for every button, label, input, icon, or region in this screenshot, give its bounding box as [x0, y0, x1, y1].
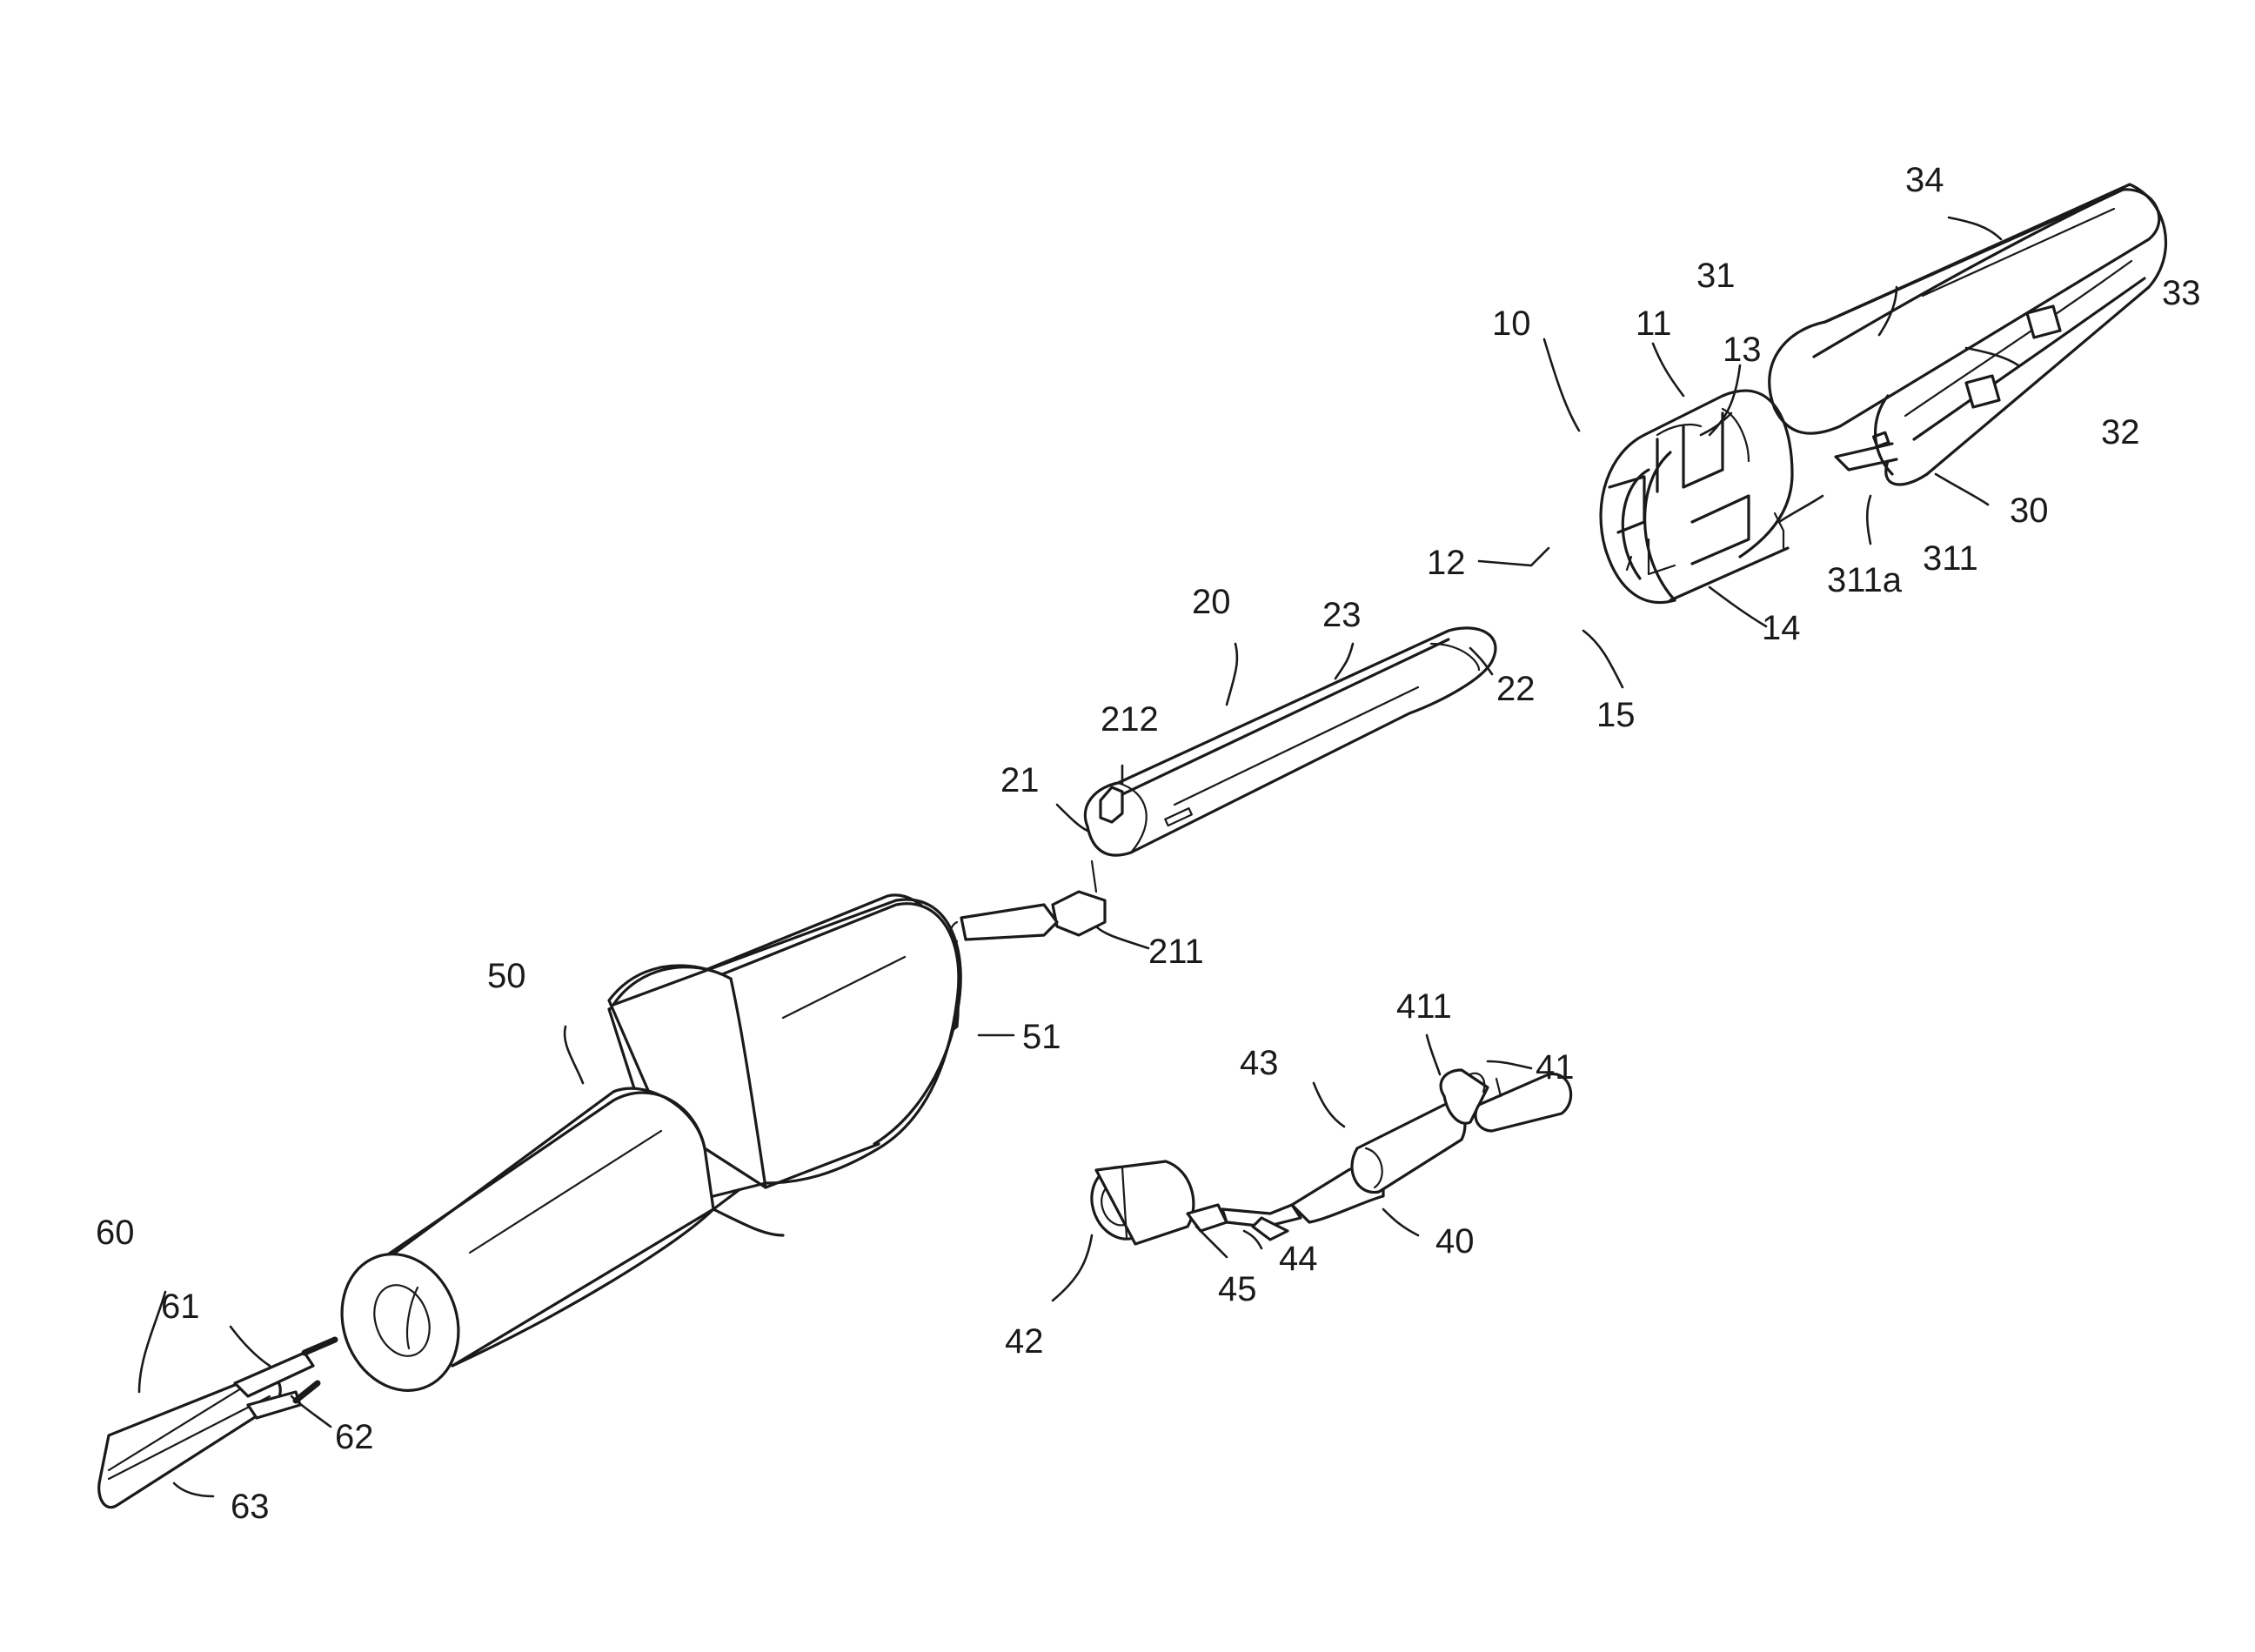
- part-60-cable: [97, 1336, 338, 1509]
- label-10: 10: [1492, 304, 1531, 343]
- label-40: 40: [1435, 1222, 1475, 1261]
- part-30-outer-sleeve: [1768, 183, 2168, 486]
- label-311a: 311a: [1827, 561, 1903, 599]
- label-12: 12: [1427, 544, 1466, 582]
- label-33: 33: [2162, 274, 2201, 312]
- label-13: 13: [1723, 331, 1762, 369]
- label-14: 14: [1762, 609, 1801, 647]
- label-212: 212: [1101, 700, 1159, 739]
- label-21: 21: [1000, 761, 1040, 799]
- label-63: 63: [231, 1488, 270, 1526]
- part-40-contact: [1090, 1068, 1573, 1246]
- part-50-boot: [340, 893, 962, 1392]
- label-11: 11: [1636, 304, 1672, 343]
- part-20-center-pin: [949, 626, 1497, 943]
- part-10-insulator-body: [1599, 389, 1794, 605]
- label-311: 311: [1923, 539, 1978, 578]
- leader-lines: [137, 216, 2020, 1498]
- label-42: 42: [1005, 1322, 1044, 1361]
- label-32: 32: [2101, 413, 2140, 451]
- label-23: 23: [1322, 596, 1362, 634]
- label-22: 22: [1496, 670, 1536, 708]
- label-61: 61: [161, 1287, 200, 1326]
- label-51: 51: [1022, 1018, 1061, 1056]
- label-60: 60: [96, 1214, 135, 1252]
- label-45: 45: [1218, 1270, 1257, 1308]
- label-41: 41: [1536, 1048, 1575, 1087]
- label-43: 43: [1240, 1044, 1279, 1082]
- label-411: 411: [1396, 987, 1452, 1026]
- label-211: 211: [1148, 933, 1204, 971]
- label-50: 50: [487, 957, 526, 995]
- label-30: 30: [2010, 492, 2049, 530]
- label-34: 34: [1905, 161, 1944, 199]
- label-44: 44: [1279, 1240, 1318, 1278]
- label-62: 62: [335, 1418, 374, 1456]
- label-15: 15: [1596, 696, 1636, 734]
- label-31: 31: [1696, 257, 1736, 295]
- label-20: 20: [1192, 583, 1231, 621]
- reference-numerals: 10 11 13 12 14 15 20 23 22 212 21 211 34…: [96, 161, 2201, 1526]
